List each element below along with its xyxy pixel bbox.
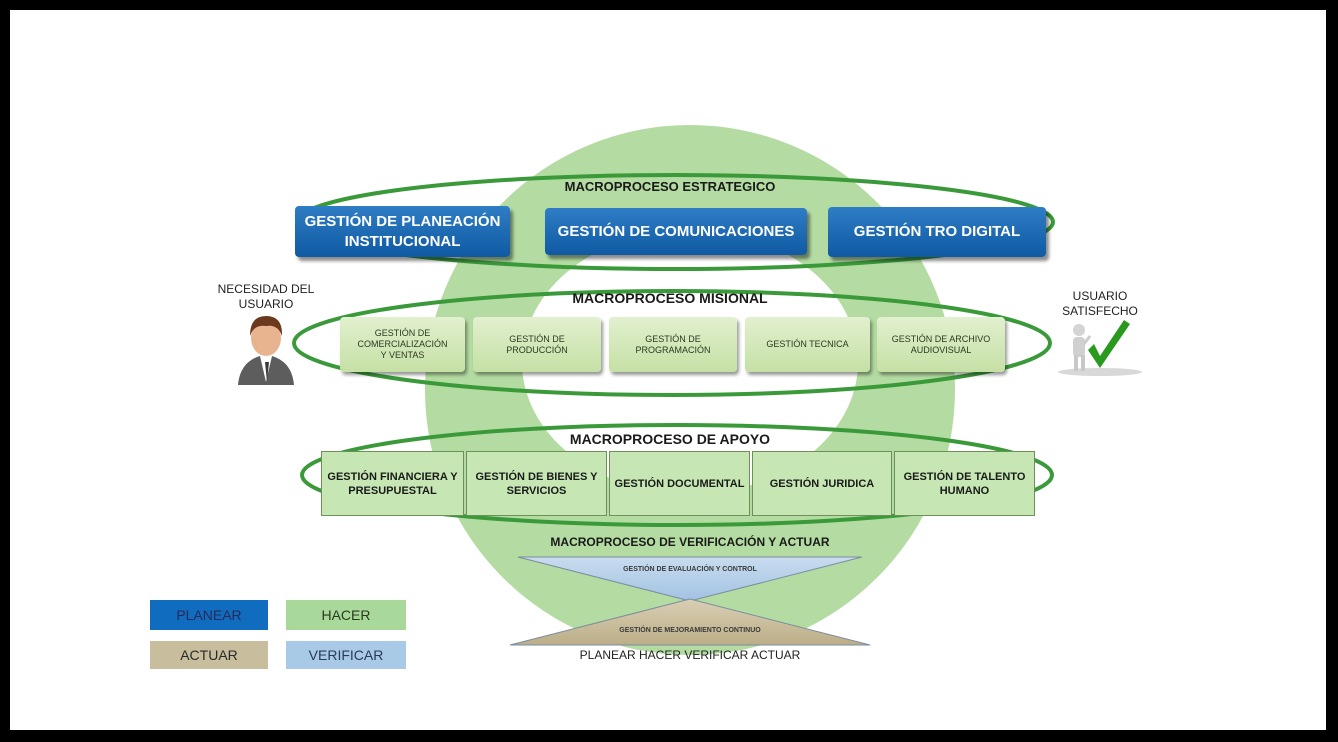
legend-planear: PLANEAR bbox=[150, 600, 268, 630]
misional-title: MACROPROCESO MISIONAL bbox=[572, 290, 768, 306]
diagram-background bbox=[238, 125, 1142, 655]
verificacion-title: MACROPROCESO DE VERIFICACIÓN Y ACTUAR bbox=[550, 535, 830, 549]
mejoramiento-triangle bbox=[509, 598, 871, 646]
phva-caption: PLANEAR HACER VERIFICAR ACTUAR bbox=[579, 648, 801, 662]
usuario-satisfecho-label: USUARIO SATISFECHO bbox=[1062, 289, 1138, 318]
bienes-servicios-box: GESTIÓN DE BIENES Y SERVICIOS bbox=[466, 451, 607, 516]
legend-hacer: HACER bbox=[286, 600, 406, 630]
produccion-box: GESTIÓN DE PRODUCCIÓN bbox=[473, 317, 601, 372]
documental-box: GESTIÓN DOCUMENTAL bbox=[609, 451, 750, 516]
legend-actuar: ACTUAR bbox=[150, 641, 268, 669]
user-icon bbox=[238, 316, 294, 385]
apoyo-title: MACROPROCESO DE APOYO bbox=[569, 431, 771, 447]
evaluacion-triangle bbox=[517, 556, 863, 602]
evaluacion-control-label: GESTIÓN DE EVALUACIÓN Y CONTROL bbox=[623, 566, 757, 573]
comercializacion-box: GESTIÓN DE COMERCIALIZACIÓN Y VENTAS bbox=[340, 317, 465, 372]
planeacion-institucional-box: GESTIÓN DE PLANEACIÓN INSTITUCIONAL bbox=[295, 206, 510, 257]
tecnica-box: GESTIÓN TECNICA bbox=[745, 317, 870, 372]
archivo-audiovisual-box: GESTIÓN DE ARCHIVO AUDIOVISUAL bbox=[877, 317, 1005, 372]
apoyo-ellipse bbox=[300, 423, 1054, 527]
talento-humano-box: GESTIÓN DE TALENTO HUMANO bbox=[894, 451, 1035, 516]
necesidad-usuario-label: NECESIDAD DEL USUARIO bbox=[217, 282, 315, 311]
tro-digital-box: GESTIÓN TRO DIGITAL bbox=[828, 207, 1046, 257]
programacion-box: GESTIÓN DE PROGRAMACIÓN bbox=[609, 317, 737, 372]
mejoramiento-continuo-label: GESTIÓN DE MEJORAMIENTO CONTINUO bbox=[619, 627, 761, 634]
estrategico-title: MACROPROCESO ESTRATEGICO bbox=[564, 179, 776, 194]
juridica-box: GESTIÓN JURIDICA bbox=[752, 451, 892, 516]
diagram-canvas: MACROPROCESO ESTRATEGICO GESTIÓN DE PLAN… bbox=[10, 10, 1326, 730]
legend-verificar: VERIFICAR bbox=[286, 641, 406, 669]
misional-ellipse bbox=[292, 289, 1052, 397]
checkmark-icon bbox=[1058, 320, 1142, 376]
comunicaciones-box: GESTIÓN DE COMUNICACIONES bbox=[545, 208, 807, 255]
financiera-box: GESTIÓN FINANCIERA Y PRESUPUESTAL bbox=[321, 451, 464, 516]
